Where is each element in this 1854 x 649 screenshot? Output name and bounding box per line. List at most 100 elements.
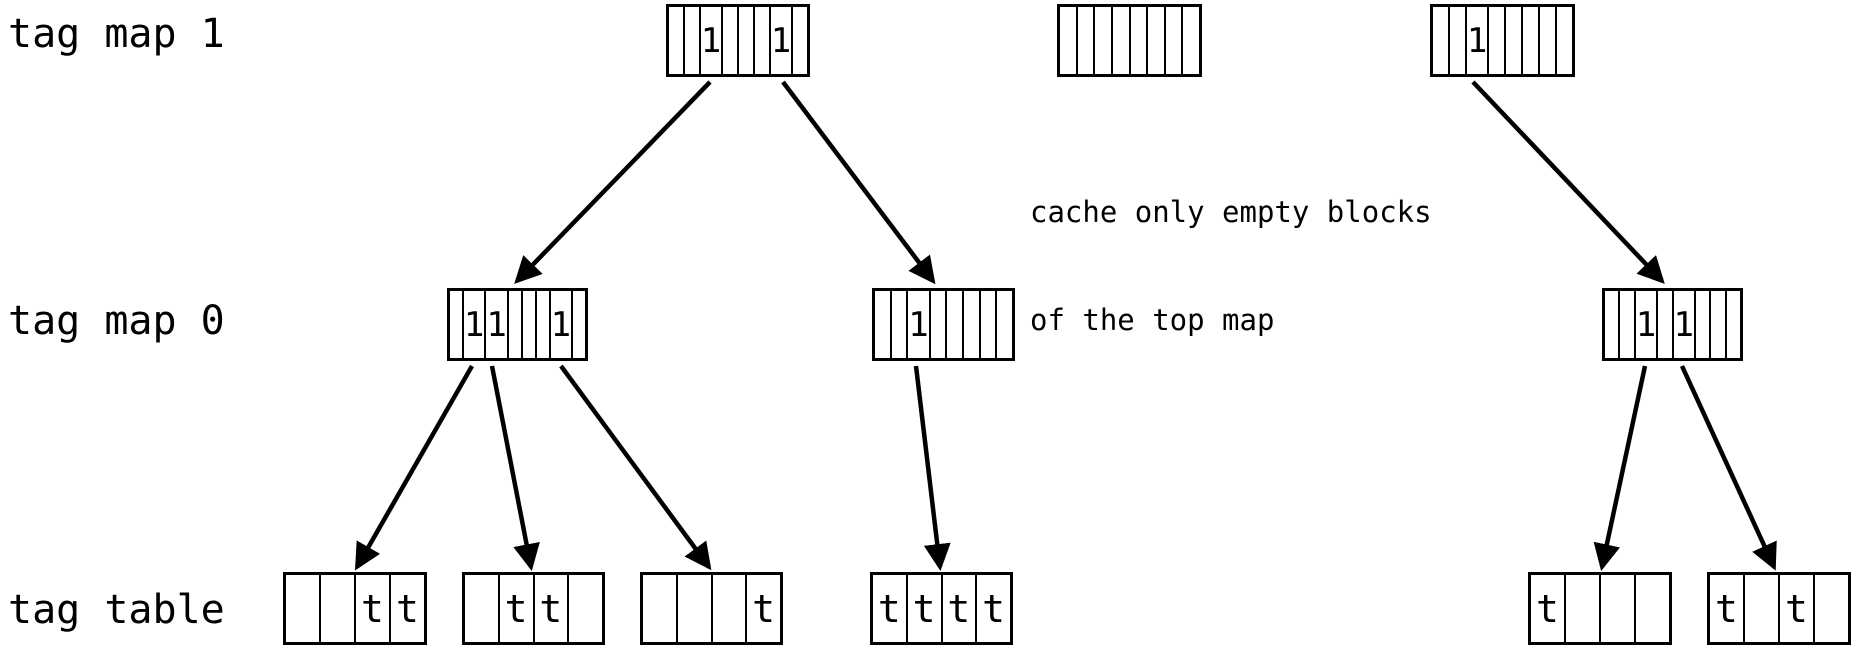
tag-map-0-block-b: 1	[872, 288, 1015, 361]
tag-map-0-block-c-cell-0	[1605, 291, 1618, 358]
tag-map-1-block-a-cell-4	[737, 7, 753, 74]
tag-map-0-block-b-cell-0	[875, 291, 890, 358]
tag-table-block-b-cell-0	[465, 575, 498, 642]
tag-table-block-c: t	[640, 572, 783, 645]
tag-map-0-block-c-cell-6	[1709, 291, 1724, 358]
tag-table-block-d-cell-3: t	[975, 575, 1010, 642]
arrow-tag-map-0-block-a-to-tag-table-block-c	[559, 364, 712, 571]
tag-table-block-a-cell-2: t	[354, 575, 389, 642]
tag-table-block-b-cell-3	[567, 575, 602, 642]
arrow-tag-map-0-block-c-to-tag-table-block-f	[1679, 365, 1777, 571]
arrow-tag-map-1-block-c-to-tag-map-0-block-c	[1471, 80, 1665, 284]
tag-map-1-block-b-cell-6	[1163, 7, 1182, 74]
tag-map-1-block-b-cell-0	[1060, 7, 1076, 74]
arrow-tag-map-0-block-b-to-tag-table-block-d	[913, 365, 951, 572]
tag-map-1-block-c-cell-5	[1521, 7, 1538, 74]
tag-table-block-a-cell-1	[319, 575, 354, 642]
tag-map-0-block-c-cell-2: 1	[1633, 291, 1656, 358]
tag-map-0-block-a-cell-2: 1	[484, 291, 507, 358]
tag-map-1-block-c-cell-7	[1555, 7, 1572, 74]
tag-map-0-block-c-cell-4: 1	[1671, 291, 1694, 358]
tag-map-1-block-b	[1057, 4, 1202, 77]
tag-table-block-e-cell-2	[1599, 575, 1634, 642]
tag-table-block-e-cell-0: t	[1536, 586, 1559, 631]
arrow-tag-map-1-block-a-to-tag-map-0-block-a	[514, 80, 712, 284]
tag-map-1-block-b-cell-3	[1110, 7, 1129, 74]
tag-map-0-block-c-cell-1	[1618, 291, 1633, 358]
tag-map-0-block-c-cell-3	[1656, 291, 1671, 358]
tag-map-1-block-a-cell-2: 1	[698, 7, 721, 74]
tag-map-1-block-a-cell-5	[752, 7, 769, 74]
tag-map-1-block-c-cell-1	[1447, 7, 1465, 74]
tag-map-0-block-b-cell-5	[962, 291, 979, 358]
tag-map-1-block-c-cell-2: 1	[1464, 7, 1487, 74]
tag-table-block-f-cell-3	[1813, 575, 1848, 642]
tag-map-1-block-b-cell-2	[1093, 7, 1111, 74]
tag-map-1-block-b-cell-1	[1075, 7, 1094, 74]
tag-map-0-block-b-cell-3	[928, 291, 946, 358]
tag-map-0-block-a-cell-3	[506, 291, 521, 358]
tag-table-block-b-cell-2: t	[532, 575, 568, 642]
row-label-tag-map-1: tag map 1	[8, 11, 225, 57]
tag-table-block-f-cell-0: t	[1715, 586, 1738, 631]
tag-table-block-c-cell-3: t	[745, 575, 780, 642]
tag-map-1-block-a-cell-1	[682, 7, 699, 74]
tag-map-1-block-a-cell-7	[791, 7, 807, 74]
tag-map-0-block-a-cell-6: 1	[548, 291, 571, 358]
tag-table-block-f-cell-1	[1743, 575, 1778, 642]
tag-table-block-a-cell-3: t	[389, 575, 424, 642]
tag-table-block-c-cell-0	[643, 575, 676, 642]
arrow-tag-map-1-block-a-to-tag-map-0-block-b	[781, 80, 936, 285]
tag-table-block-d-cell-0: t	[877, 586, 901, 631]
tag-map-1-block-c-cell-0	[1433, 7, 1448, 74]
tag-table-block-a-cell-0	[286, 575, 319, 642]
arrow-tag-map-0-block-a-to-tag-table-block-b	[489, 365, 540, 571]
tag-map-0-block-b-cell-1	[889, 291, 907, 358]
tag-table-block-f-cell-2: t	[1778, 575, 1813, 642]
tag-map-1-block-a-cell-6: 1	[768, 7, 791, 74]
tag-table-block-e-cell-3	[1634, 575, 1669, 642]
tag-map-0-block-b-cell-7	[995, 291, 1012, 358]
arrow-tag-map-0-block-a-to-tag-table-block-a	[354, 364, 474, 571]
tag-table-block-e: t	[1528, 572, 1672, 645]
tag-table-block-d-cell-2: t	[940, 575, 976, 642]
tag-table-block-c-cell-2	[710, 575, 746, 642]
annotation-note: cache only empty blocks of the top map	[1030, 122, 1432, 410]
arrow-tag-map-0-block-c-to-tag-table-block-e	[1593, 365, 1648, 571]
tag-map-1-block-a-cell-0	[669, 7, 683, 74]
tag-table-block-c-cell-1	[675, 575, 711, 642]
tag-map-0-block-c-cell-7	[1724, 291, 1740, 358]
tag-map-0-block-a-cell-4	[520, 291, 535, 358]
row-label-tag-map-0: tag map 0	[8, 298, 225, 344]
tag-map-0-block-a-cell-0	[450, 291, 462, 358]
annotation-line-2: of the top map	[1030, 303, 1275, 337]
tag-map-0-block-a-cell-1: 1	[461, 291, 484, 358]
tag-map-0-block-a-cell-5	[534, 291, 549, 358]
row-label-tag-table: tag table	[8, 587, 225, 633]
tag-map-1-block-c: 1	[1430, 4, 1575, 77]
annotation-line-1: cache only empty blocks	[1030, 195, 1432, 229]
tag-map-0-block-a-cell-7	[571, 291, 585, 358]
tag-map-0-block-b-cell-4	[945, 291, 962, 358]
tag-map-1-block-b-cell-5	[1146, 7, 1164, 74]
tag-table-block-b-cell-1: t	[497, 575, 533, 642]
tag-map-1-block-b-cell-7	[1181, 7, 1199, 74]
tag-map-1-block-c-cell-4	[1504, 7, 1521, 74]
tag-table-block-d-cell-1: t	[905, 575, 941, 642]
tag-map-0-block-c-cell-5	[1694, 291, 1709, 358]
tag-map-1-block-c-cell-3	[1487, 7, 1504, 74]
tag-map-1-block-c-cell-6	[1538, 7, 1555, 74]
tag-map-0-block-b-cell-6	[978, 291, 996, 358]
tag-table-block-e-cell-1	[1564, 575, 1599, 642]
tag-map-0-block-b-cell-2: 1	[906, 291, 929, 358]
tag-map-1-block-a-cell-3	[721, 7, 737, 74]
